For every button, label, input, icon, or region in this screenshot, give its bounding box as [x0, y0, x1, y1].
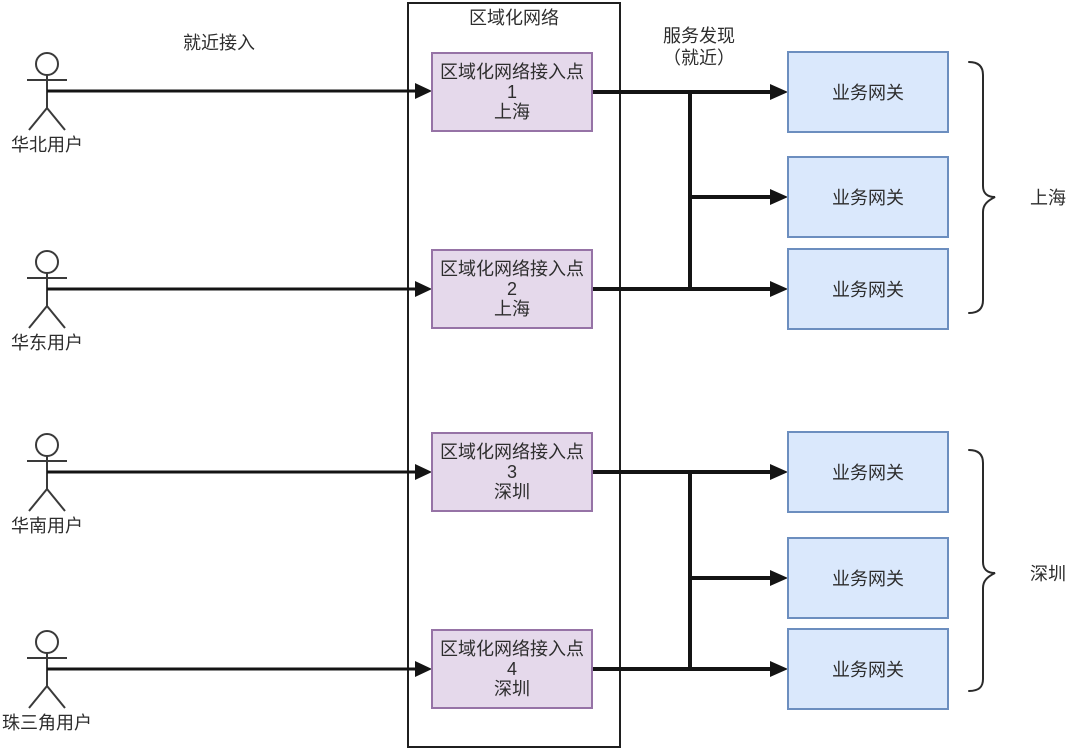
gateway-shanghai-3: 业务网关 — [787, 248, 949, 330]
regional-network-title: 区域化网络 — [469, 8, 559, 28]
actor-label: 珠三角用户 — [2, 713, 92, 733]
arrowhead — [770, 570, 788, 586]
access-point-1: 区域化网络接入点 1 上海 — [431, 52, 593, 132]
gateway-shanghai-1: 业务网关 — [787, 51, 949, 133]
access-point-box — [431, 249, 593, 329]
gateway-shenzhen-2: 业务网关 — [787, 537, 949, 619]
access-point-3: 区域化网络接入点 3 深圳 — [431, 432, 593, 512]
service-discovery-label-line2: （就近） — [663, 48, 735, 68]
access-point-city: 深圳 — [494, 482, 530, 502]
gateway-label: 业务网关 — [832, 660, 904, 680]
shenzhen-group-label: 深圳 — [1030, 564, 1066, 584]
shanghai-group: 上海 — [968, 61, 1066, 314]
arrowhead — [415, 83, 432, 99]
gateway-label: 业务网关 — [832, 569, 904, 589]
access-point-number: 4 — [507, 659, 517, 679]
gateway-box — [787, 431, 949, 513]
access-point-number: 1 — [507, 82, 517, 102]
gateway-label: 业务网关 — [832, 188, 904, 208]
arrowhead — [770, 281, 788, 297]
gateway-box — [787, 537, 949, 619]
gateway-shenzhen-1: 业务网关 — [787, 431, 949, 513]
actor-label: 华南用户 — [11, 516, 83, 536]
actor-label: 华东用户 — [11, 333, 83, 353]
gateway-label: 业务网关 — [832, 463, 904, 483]
access-point-number: 2 — [507, 279, 517, 299]
gateway-box — [787, 248, 949, 330]
access-point-box — [431, 629, 593, 709]
actor-north-china: 华北用户 — [11, 52, 83, 155]
access-point-name: 区域化网络接入点 — [440, 259, 584, 279]
arrowhead — [770, 661, 788, 677]
arrowhead — [415, 281, 432, 297]
access-point-4: 区域化网络接入点 4 深圳 — [431, 629, 593, 709]
user-access-connectors — [47, 83, 432, 677]
arrowhead — [770, 189, 788, 205]
arrowhead — [415, 464, 432, 480]
actor-pearl-river-delta: 珠三角用户 — [2, 630, 92, 733]
gateway-box — [787, 156, 949, 238]
actor-east-china: 华东用户 — [11, 250, 83, 353]
actor-label: 华北用户 — [11, 135, 83, 155]
gateway-box — [787, 51, 949, 133]
gateway-label: 业务网关 — [832, 83, 904, 103]
access-point-number: 3 — [507, 462, 517, 482]
shanghai-group-brace — [968, 61, 996, 314]
person-icon — [27, 630, 67, 709]
shanghai-group-label: 上海 — [1030, 188, 1066, 208]
shenzhen-group: 深圳 — [968, 449, 1066, 692]
access-point-name: 区域化网络接入点 — [440, 62, 584, 82]
arrowhead — [770, 84, 788, 100]
access-point-name: 区域化网络接入点 — [440, 442, 584, 462]
gateway-shenzhen-3: 业务网关 — [787, 628, 949, 710]
arrowhead — [415, 661, 432, 677]
access-point-city: 上海 — [494, 299, 530, 319]
gateway-shanghai-2: 业务网关 — [787, 156, 949, 238]
access-point-name: 区域化网络接入点 — [440, 639, 584, 659]
access-point-2: 区域化网络接入点 2 上海 — [431, 249, 593, 329]
gateway-label: 业务网关 — [832, 280, 904, 300]
service-discovery-label-line1: 服务发现 — [663, 26, 735, 46]
access-point-city: 上海 — [494, 102, 530, 122]
regional-network-container — [407, 2, 621, 748]
gateway-box — [787, 628, 949, 710]
access-point-city: 深圳 — [494, 679, 530, 699]
access-point-box — [431, 52, 593, 132]
arrowhead — [770, 464, 788, 480]
nearby-access-label: 就近接入 — [183, 33, 255, 53]
service-discovery-connectors — [592, 84, 788, 677]
actor-south-china: 华南用户 — [11, 433, 83, 536]
shenzhen-group-brace — [968, 449, 996, 692]
access-point-box — [431, 432, 593, 512]
